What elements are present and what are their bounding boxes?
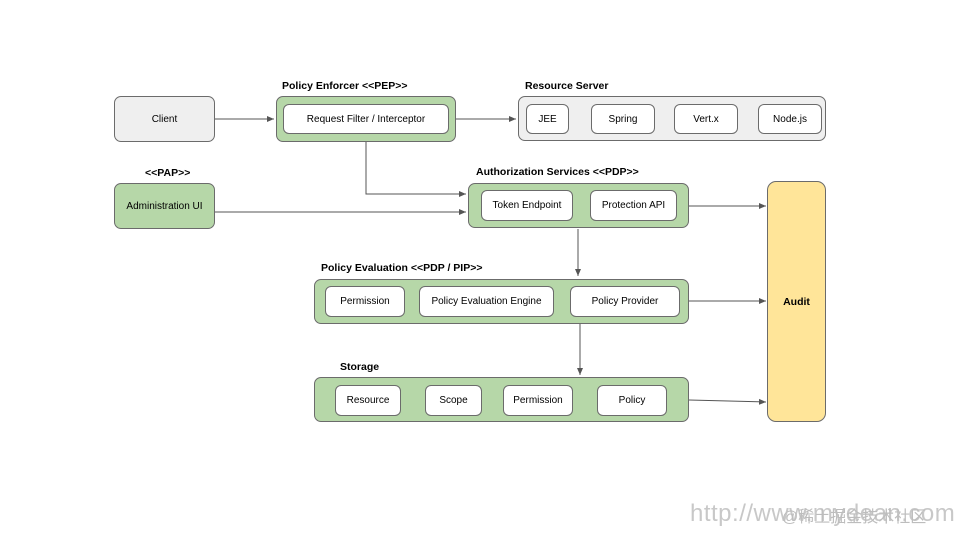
watermark-url: http://www.mydean.com <box>690 500 956 527</box>
arrow-storage-to-audit <box>688 398 767 405</box>
protection-api-box: Protection API <box>590 190 677 221</box>
nodejs-label: Node.js <box>773 113 807 125</box>
authz-heading: Authorization Services <<PDP>> <box>476 166 639 178</box>
resource-server-box: JEE Spring Vert.x Node.js <box>518 96 826 141</box>
permission-eval-box: Permission <box>325 286 405 317</box>
storage-scope-label: Scope <box>439 395 468 406</box>
permission-eval-label: Permission <box>340 296 390 307</box>
client-box: Client <box>114 96 215 142</box>
spring-label: Spring <box>608 113 638 125</box>
audit-box: Audit <box>767 181 826 422</box>
storage-resource-label: Resource <box>346 395 390 406</box>
token-endpoint-box: Token Endpoint <box>481 190 573 221</box>
policy-provider-box: Policy Provider <box>570 286 680 317</box>
pep-heading: Policy Enforcer <<PEP>> <box>282 80 408 92</box>
watermark-cn: @稀土掘金技术社区 <box>782 509 927 526</box>
storage-heading: Storage <box>340 361 380 373</box>
resource-server-item-nodejs: Node.js <box>758 104 822 134</box>
protection-api-label: Protection API <box>601 200 666 211</box>
storage-box: Resource Scope Permission Policy <box>314 377 689 422</box>
resource-server-item-spring: Spring <box>591 104 655 134</box>
storage-scope-box: Scope <box>425 385 482 416</box>
storage-policy-label: Policy <box>618 395 646 406</box>
vertx-label: Vert.x <box>693 113 719 125</box>
request-filter-box: Request Filter / Interceptor <box>283 104 449 134</box>
arrow-pep-to-authz <box>365 142 466 197</box>
client-label: Client <box>151 113 178 125</box>
pap-heading: <<PAP>> <box>145 167 191 179</box>
authz-box: Token Endpoint Protection API <box>468 183 689 228</box>
token-endpoint-label: Token Endpoint <box>492 200 562 211</box>
resource-server-heading: Resource Server <box>525 80 609 92</box>
resource-server-item-vertx: Vert.x <box>674 104 738 134</box>
storage-permission-box: Permission <box>503 385 573 416</box>
pep-box: Request Filter / Interceptor <box>276 96 456 142</box>
storage-permission-label: Permission <box>513 395 563 406</box>
jee-label: JEE <box>538 113 557 125</box>
storage-resource-box: Resource <box>335 385 401 416</box>
admin-ui-label: Administration UI <box>126 200 203 212</box>
audit-label: Audit <box>783 295 810 308</box>
policy-eval-heading: Policy Evaluation <<PDP / PIP>> <box>321 262 483 274</box>
admin-ui-box: Administration UI <box>114 183 215 229</box>
policy-eval-engine-label: Policy Evaluation Engine <box>431 296 542 307</box>
resource-server-item-jee: JEE <box>526 104 569 134</box>
request-filter-label: Request Filter / Interceptor <box>306 113 426 125</box>
policy-eval-engine-box: Policy Evaluation Engine <box>419 286 554 317</box>
policy-provider-label: Policy Provider <box>591 296 659 307</box>
policy-eval-box: Permission Policy Evaluation Engine Poli… <box>314 279 689 324</box>
storage-policy-box: Policy <box>597 385 667 416</box>
